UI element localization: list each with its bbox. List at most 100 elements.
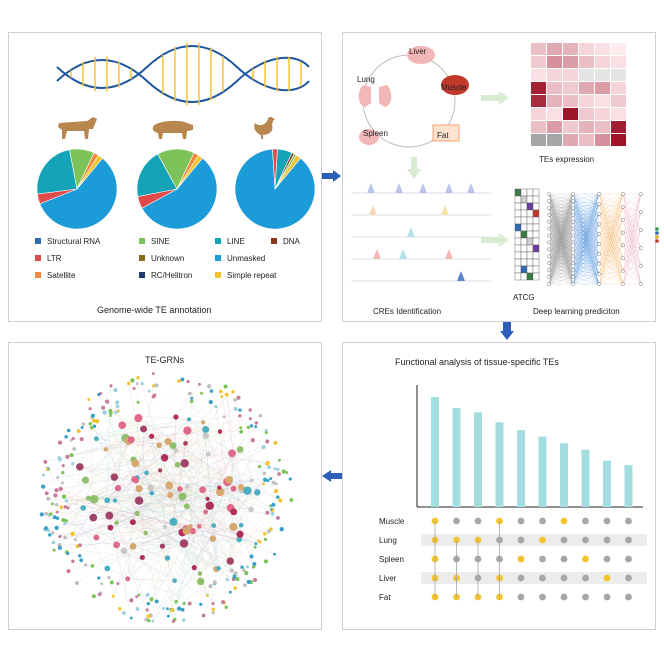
heatmap-cell bbox=[595, 134, 610, 146]
grn-node bbox=[180, 377, 185, 382]
grn-node bbox=[80, 505, 87, 511]
grn-node bbox=[113, 387, 118, 393]
pie-slice-simple-repeat bbox=[76, 154, 103, 190]
nn-output-node bbox=[655, 239, 659, 243]
nn-edge bbox=[572, 193, 600, 235]
nn-edge bbox=[548, 193, 574, 202]
nn-edge bbox=[622, 219, 642, 231]
grn-node bbox=[81, 476, 90, 484]
nn-edge bbox=[572, 207, 600, 235]
legend-sine: SINE bbox=[139, 237, 170, 246]
grn-node bbox=[63, 522, 67, 526]
matrix-dot bbox=[474, 517, 482, 525]
grn-edge bbox=[94, 499, 217, 570]
nn-node bbox=[621, 256, 625, 261]
grn-node bbox=[55, 516, 60, 520]
onehot-cell bbox=[532, 272, 540, 281]
grn-edge bbox=[240, 530, 269, 535]
onehot-cell bbox=[526, 202, 534, 211]
grn-edge bbox=[98, 550, 125, 579]
grn-node bbox=[171, 619, 176, 623]
nn-edge bbox=[622, 271, 642, 285]
matrix-dot bbox=[517, 555, 525, 563]
grn-node bbox=[167, 492, 174, 499]
nn-edge bbox=[548, 193, 574, 215]
nn-edge bbox=[572, 221, 600, 235]
grn-node bbox=[135, 607, 140, 611]
heatmap-cell bbox=[547, 56, 562, 68]
grn-node bbox=[95, 419, 100, 424]
nn-node bbox=[597, 202, 601, 206]
grn-node bbox=[189, 399, 194, 404]
row-label-liver: Liver bbox=[379, 574, 397, 583]
nn-edge bbox=[598, 193, 624, 205]
grn-edge bbox=[219, 416, 225, 488]
onehot-cell bbox=[526, 209, 534, 218]
panel-tissue-analysis: Liver Lung Muscle Spleen Fat TEs express… bbox=[342, 32, 659, 322]
grn-edge bbox=[138, 416, 190, 420]
onehot-cell bbox=[520, 216, 528, 225]
nn-edge bbox=[572, 203, 600, 271]
grn-edge bbox=[137, 427, 241, 514]
grn-edge bbox=[159, 470, 173, 611]
grn-node bbox=[104, 565, 111, 572]
arrow-down-icon bbox=[500, 322, 514, 340]
grn-edge bbox=[107, 385, 112, 501]
pie-slice-unmasked bbox=[39, 157, 118, 230]
nn-edge bbox=[572, 228, 600, 245]
grn-edge bbox=[142, 428, 144, 558]
heatmap-cell bbox=[595, 43, 610, 55]
grn-node bbox=[199, 602, 203, 607]
nn-node bbox=[621, 230, 625, 235]
onehot-cell bbox=[532, 188, 540, 197]
grn-edge bbox=[207, 449, 241, 499]
nn-node bbox=[547, 219, 551, 224]
grn-node bbox=[77, 554, 82, 558]
dna-helix-illustration bbox=[56, 42, 310, 106]
nn-edge bbox=[572, 233, 600, 250]
nn-edge bbox=[622, 211, 642, 272]
grn-node bbox=[54, 502, 59, 507]
grn-edge bbox=[169, 478, 271, 486]
grn-node bbox=[115, 400, 120, 405]
grn-node bbox=[85, 495, 92, 501]
grn-edge bbox=[152, 507, 231, 622]
row-label-spleen: Spleen bbox=[379, 555, 404, 564]
legend-unmasked: Unmasked bbox=[215, 254, 265, 263]
nn-edge bbox=[598, 223, 624, 272]
nn-edge bbox=[572, 242, 600, 245]
grn-node bbox=[164, 438, 172, 446]
heatmap-cell bbox=[563, 121, 578, 133]
grn-node bbox=[236, 536, 243, 543]
onehot-cell bbox=[532, 216, 540, 225]
grn-node bbox=[165, 607, 169, 611]
nn-edge bbox=[572, 253, 600, 257]
grn-node bbox=[177, 486, 183, 492]
grn-node bbox=[147, 484, 154, 492]
grn-node bbox=[233, 571, 238, 576]
nn-edge bbox=[572, 214, 600, 245]
nn-edge bbox=[622, 211, 642, 259]
nn-edge bbox=[622, 258, 642, 285]
grn-edge bbox=[143, 428, 233, 454]
grn-node bbox=[269, 504, 273, 508]
arrow-right-light-icon-2 bbox=[481, 233, 509, 247]
spleen-icon bbox=[359, 129, 379, 145]
grn-node bbox=[178, 492, 187, 501]
grn-node bbox=[71, 436, 75, 441]
grn-node bbox=[203, 509, 208, 515]
onehot-cell bbox=[520, 195, 528, 204]
grn-edge bbox=[150, 487, 275, 555]
grn-node bbox=[48, 533, 52, 537]
nn-edge bbox=[548, 249, 574, 285]
nn-edge bbox=[622, 245, 642, 267]
nn-edge bbox=[622, 193, 642, 246]
matrix-dot bbox=[582, 536, 589, 544]
nn-node bbox=[547, 233, 551, 238]
grn-node bbox=[214, 404, 218, 409]
grn-node bbox=[254, 542, 258, 546]
grn-edge bbox=[54, 439, 132, 518]
grn-edge bbox=[167, 429, 206, 442]
nn-edge bbox=[548, 193, 574, 278]
nn-node bbox=[571, 206, 575, 210]
